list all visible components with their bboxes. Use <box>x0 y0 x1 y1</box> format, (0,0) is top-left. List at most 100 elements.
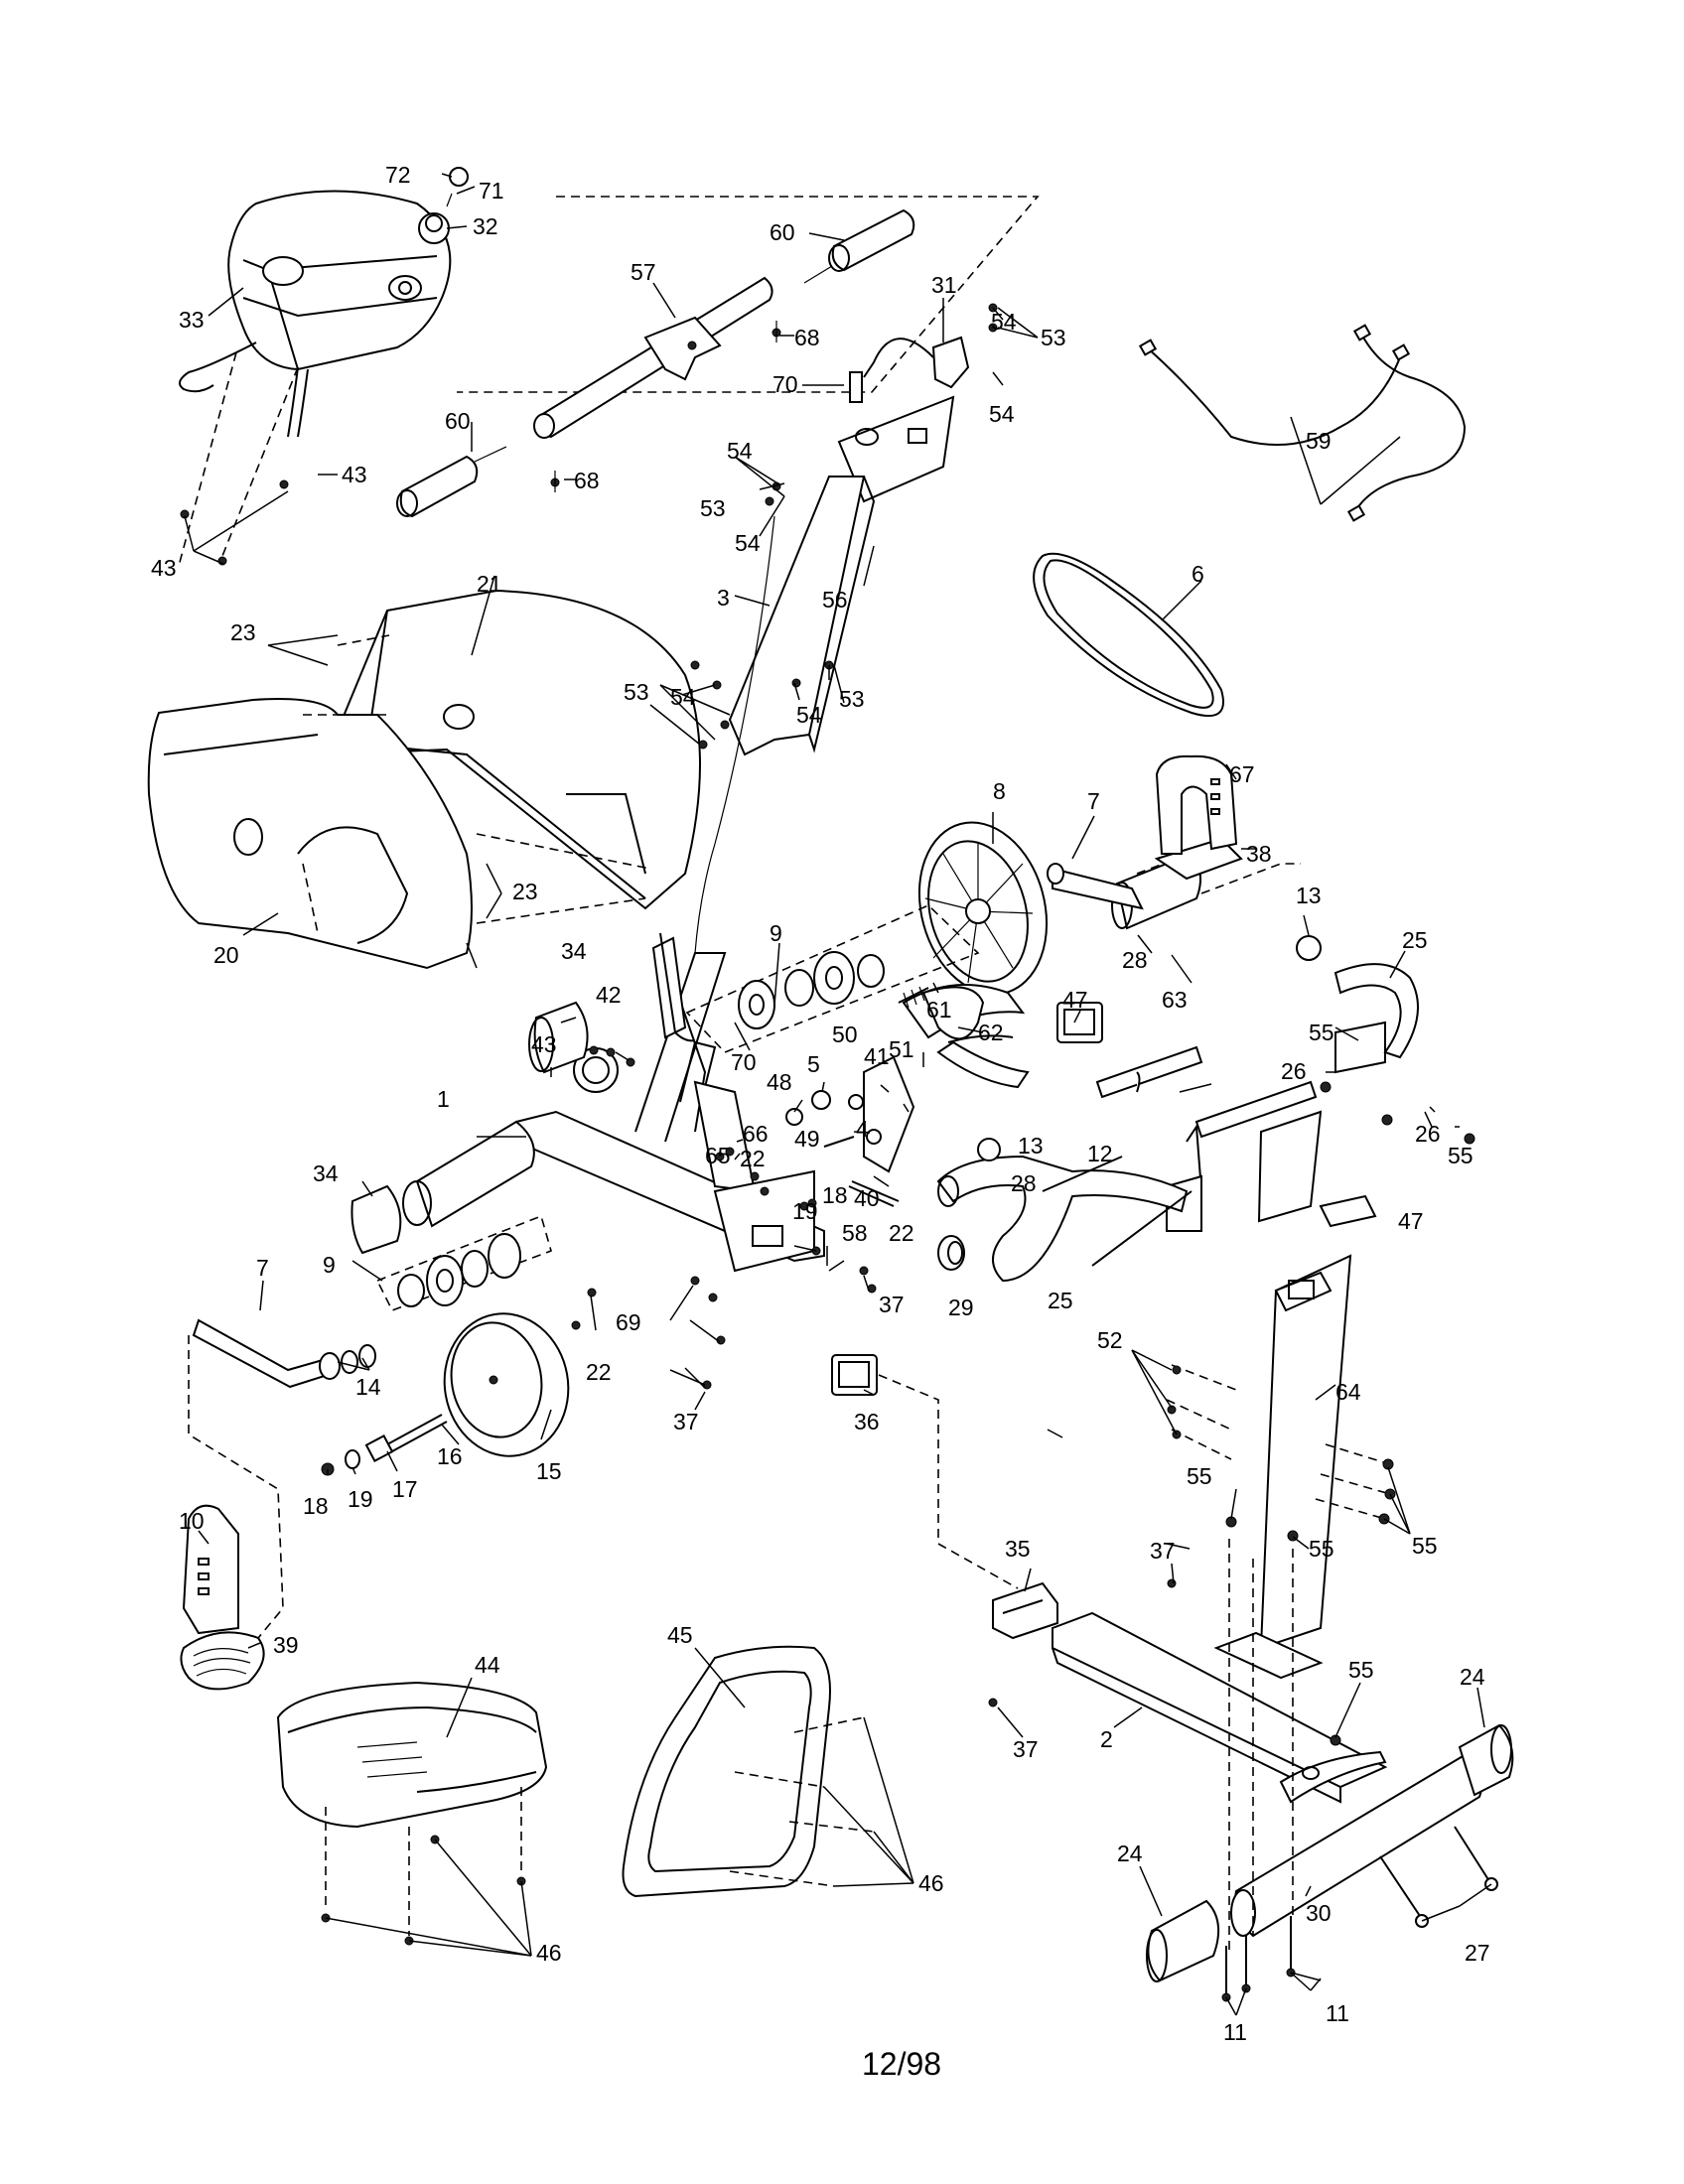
brake-assembly <box>785 984 1030 1207</box>
label-60b: 60 <box>445 408 471 434</box>
label-18a: 18 <box>822 1182 848 1208</box>
label-43c: 43 <box>531 1031 557 1057</box>
label-25b: 25 <box>1048 1288 1073 1313</box>
label-24a: 24 <box>1460 1664 1485 1690</box>
label-61: 61 <box>926 997 952 1023</box>
upright-post-3 <box>694 336 970 954</box>
handlebar-assembly <box>396 208 915 518</box>
label-10: 10 <box>179 1508 205 1534</box>
label-47b: 47 <box>1398 1208 1424 1234</box>
dashed-verticals-11 <box>1228 1539 1294 1951</box>
label-27: 27 <box>1465 1940 1490 1966</box>
label-30: 30 <box>1306 1900 1332 1926</box>
label-53b: 53 <box>700 495 726 521</box>
label-65: 65 <box>705 1143 731 1168</box>
label-21: 21 <box>477 571 502 597</box>
label-13b: 13 <box>1018 1133 1044 1159</box>
label-54a: 54 <box>991 309 1017 335</box>
label-46b: 46 <box>536 1940 562 1966</box>
console-assembly <box>178 167 1040 567</box>
label-52: 52 <box>1097 1327 1123 1353</box>
label-15: 15 <box>536 1458 562 1484</box>
label-22a: 22 <box>740 1146 766 1171</box>
label-66: 66 <box>743 1121 769 1147</box>
axle-16 <box>321 1414 448 1476</box>
label-56: 56 <box>822 587 848 613</box>
label-62: 62 <box>978 1020 1004 1045</box>
crank-arm-7-left <box>188 1318 376 1639</box>
label-55e: 55 <box>1412 1533 1438 1559</box>
pulley-set-9-lower <box>375 1214 552 1312</box>
label-29: 29 <box>948 1295 974 1320</box>
label-17: 17 <box>392 1476 418 1502</box>
sensor-31 <box>863 336 970 389</box>
label-59: 59 <box>1306 428 1332 454</box>
pedal-39-strap-10 <box>180 1504 265 1691</box>
bolts-52 <box>1166 1364 1237 1460</box>
label-43a: 43 <box>342 462 367 487</box>
label-64: 64 <box>1335 1379 1361 1405</box>
label-4: 4 <box>856 1116 869 1142</box>
label-43b: 43 <box>151 555 177 581</box>
label-26a: 26 <box>1281 1058 1307 1084</box>
label-28b: 28 <box>1011 1170 1037 1196</box>
label-50: 50 <box>832 1022 858 1047</box>
label-3: 3 <box>717 585 730 611</box>
label-25a: 25 <box>1402 927 1428 953</box>
pulley-set-9-upper <box>685 904 980 1053</box>
label-36: 36 <box>854 1409 880 1434</box>
label-53d: 53 <box>839 686 865 712</box>
label-11a: 11 <box>1223 2019 1247 2045</box>
label-69: 69 <box>616 1309 641 1335</box>
label-54b: 54 <box>989 401 1015 427</box>
label-55d: 55 <box>1309 1536 1334 1562</box>
label-49: 49 <box>794 1126 820 1152</box>
grip-60-upper <box>803 208 915 284</box>
label-38: 38 <box>1246 841 1272 867</box>
label-7b: 7 <box>256 1255 269 1281</box>
label-51: 51 <box>889 1036 914 1062</box>
label-23a: 23 <box>230 619 256 645</box>
label-55a: 55 <box>1309 1020 1334 1045</box>
seat-44 <box>276 1681 548 1946</box>
label-8: 8 <box>993 778 1006 804</box>
label-24b: 24 <box>1117 1841 1143 1866</box>
misc-bolts <box>571 303 1177 1707</box>
label-35: 35 <box>1005 1536 1031 1562</box>
label-32: 32 <box>473 213 498 239</box>
label-26b: 26 <box>1415 1121 1441 1147</box>
knob-32 <box>418 212 450 244</box>
label-28a: 28 <box>1122 947 1148 973</box>
label-54d: 54 <box>735 530 761 556</box>
label-63: 63 <box>1162 987 1188 1013</box>
label-13a: 13 <box>1296 883 1322 908</box>
label-55f: 55 <box>1348 1657 1374 1683</box>
label-67: 67 <box>1229 761 1255 787</box>
label-53a: 53 <box>1041 325 1066 350</box>
label-55b: 55 <box>1448 1143 1474 1168</box>
label-60a: 60 <box>770 219 795 245</box>
label-7a: 7 <box>1087 788 1100 814</box>
label-31: 31 <box>931 272 957 298</box>
part-labels: 72 71 32 33 43 43 57 60 31 68 70 60 68 5… <box>151 162 1490 2045</box>
shroud-21 <box>326 589 701 910</box>
label-1: 1 <box>437 1086 450 1112</box>
label-71: 71 <box>479 178 504 204</box>
backrest-45 <box>622 1645 875 1898</box>
label-45: 45 <box>667 1622 693 1648</box>
flywheel-15 <box>443 1312 570 1457</box>
label-70b: 70 <box>731 1049 757 1075</box>
label-33: 33 <box>179 307 205 333</box>
label-68b: 68 <box>574 468 600 493</box>
label-54f: 54 <box>796 702 822 728</box>
flywheel-8 <box>917 821 1049 996</box>
label-20: 20 <box>213 942 239 968</box>
crank-arm-7-right <box>1047 858 1178 910</box>
bracket-35 <box>992 1581 1058 1640</box>
label-46a: 46 <box>918 1870 944 1896</box>
label-54c: 54 <box>727 438 753 464</box>
stabilizer-30 <box>1146 1723 1514 1982</box>
end-plug-36 <box>831 1354 1019 1589</box>
grip-60-lower <box>396 446 507 518</box>
